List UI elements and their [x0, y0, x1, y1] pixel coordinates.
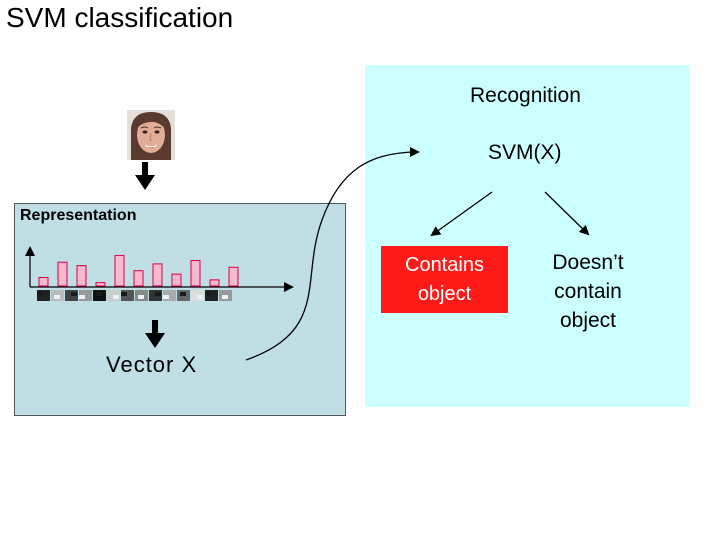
slide-title: SVM classification — [6, 2, 234, 33]
doesnt-line-2: contain — [554, 280, 622, 303]
face-photo-icon — [127, 110, 175, 160]
recognition-panel — [365, 65, 690, 407]
doesnt-line-1: Doesn’t — [552, 251, 624, 274]
doesnt-contain-object-label: Doesn’t contain object — [538, 248, 638, 335]
contains-object-box: Contains object — [381, 246, 508, 313]
representation-label: Representation — [20, 207, 137, 224]
down-arrow-icon — [135, 162, 155, 190]
doesnt-line-3: object — [559, 309, 617, 332]
contains-line-2: object — [417, 282, 472, 305]
svm-function-label: SVM(X) — [488, 141, 562, 164]
vector-x-label: Vector X — [106, 352, 198, 377]
recognition-label: Recognition — [470, 84, 581, 107]
contains-line-1: Contains — [405, 253, 484, 276]
representation-panel — [14, 203, 346, 416]
